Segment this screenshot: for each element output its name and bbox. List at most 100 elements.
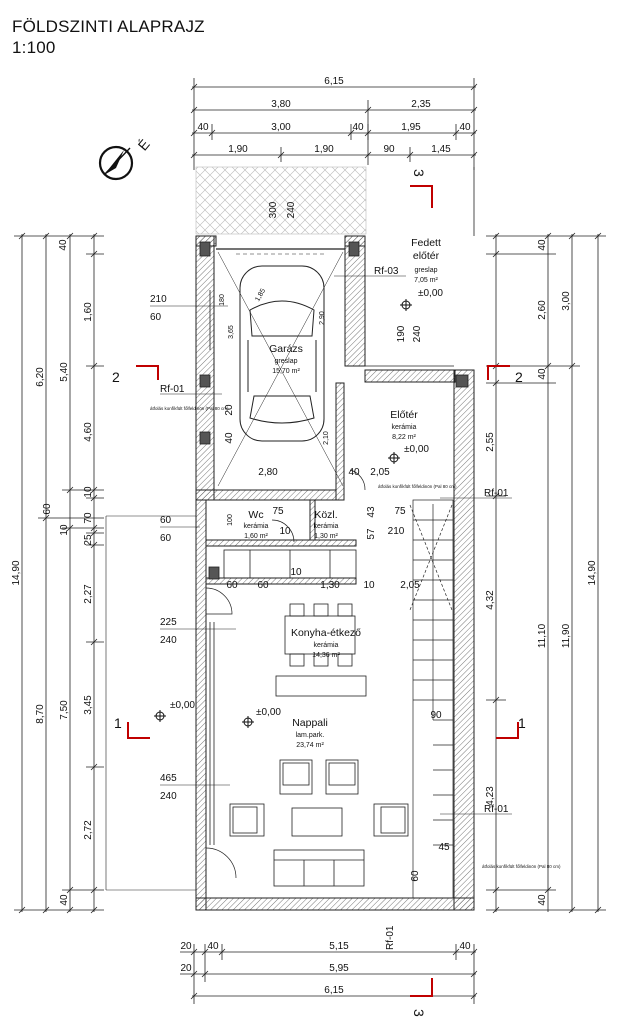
door-swings: [205, 469, 366, 879]
dim-left-c4-2: 4,60: [83, 422, 94, 442]
tiny-note-1: átfolás konfíkfült főlfeldinön (Pal 80 c…: [150, 406, 229, 411]
room-fedett-eloter: Fedett előtér greslap 7,05 m²: [411, 237, 441, 284]
hall-dim-b: 10: [290, 567, 302, 578]
garage-dim-e: 2,80: [258, 467, 278, 478]
garage-dim-d: 2,90: [319, 311, 326, 325]
dim-top-total: 6,15: [324, 76, 344, 87]
room-garazs: Garázs greslap 15,70 m²: [269, 343, 303, 375]
garage-dim-f: 2,10: [323, 431, 330, 445]
dim-left-c4-10: 40: [59, 894, 70, 906]
dim-top-r3-0: 40: [197, 122, 209, 133]
hall-dim-d: 1,30: [320, 580, 340, 591]
tiny-note-3: átfolás konfíkfült főlfeldinön (Pal 80 c…: [482, 864, 561, 869]
dim-left-c4-1: 1,60: [83, 302, 94, 322]
section-mark-3-bottom: 3: [411, 1009, 427, 1017]
dim-right-c3-0: 11,90: [561, 623, 572, 648]
dim-right-c1-5: 4,23: [485, 786, 496, 806]
dim-left-c4-9: 2,72: [83, 820, 94, 840]
dim-top-r3-3: 1,95: [401, 122, 421, 133]
wc-dim-e: 57: [366, 528, 377, 540]
garage-door-h: 240: [286, 201, 297, 218]
room-material: lam.park.: [296, 732, 325, 739]
opening-3-h: 240: [160, 635, 177, 646]
garage-dim-a: 180: [219, 294, 226, 306]
room-name: Garázs: [269, 343, 303, 355]
wc-dim-a: 75: [272, 506, 284, 517]
opening-4-w: 465: [160, 773, 177, 784]
hall-dim-a: 60: [257, 580, 269, 591]
dining-table: [275, 603, 367, 697]
room-area: 14,36 m²: [312, 652, 340, 659]
plan-title-text: FÖLDSZINTI ALAPRAJZ: [12, 17, 205, 36]
dim-right-c1-3: 2,55: [485, 432, 496, 452]
room-material: kerámia: [314, 523, 339, 530]
dim-left-c4-8: 3,45: [83, 695, 94, 715]
dim-right-c1-4: 4,32: [485, 590, 496, 610]
entrance-h: 240: [412, 325, 423, 342]
level-marker-icons: [154, 299, 412, 728]
dim-right-c1-0: 40: [537, 239, 548, 251]
opening-leaders: [150, 305, 236, 786]
wc-dim-c: 10: [279, 526, 291, 537]
section-mark-2-right: 2: [515, 369, 523, 385]
staircase: [409, 499, 454, 899]
dim-left-c4-0: 40: [58, 239, 69, 251]
section-markers: [127, 185, 519, 997]
section-mark-1-left: 1: [114, 715, 122, 731]
room-name: Konyha-étkező: [291, 627, 361, 639]
section-mark-2-left: 2: [112, 369, 120, 385]
level-nappali-left: ±0,00: [170, 700, 195, 711]
dim-bot-r1-1: 40: [207, 941, 219, 952]
level-eloter: ±0,00: [404, 444, 429, 455]
dim-top-r2-1: 2,35: [411, 99, 431, 110]
room-wc: Wc kerámia 1,60 m²: [244, 509, 269, 540]
paved-area: [195, 166, 367, 235]
garage-dim-c: 1,85: [254, 288, 267, 303]
dim-left-c3-1: 60: [42, 503, 53, 515]
dim-right-c2-0: 3,00: [561, 291, 572, 311]
room-eloter: Előtér kerámia 8,22 m²: [390, 409, 418, 441]
opening-2-w: 60: [160, 515, 172, 526]
stair-dim-c: 60: [410, 870, 421, 882]
room-kozl: Közl. kerámia 1,30 m²: [314, 509, 339, 540]
hall-dim-c: 60: [226, 580, 238, 591]
rf-label-1: Rf-03: [374, 266, 399, 277]
right-dimension-lines: [486, 232, 606, 914]
dim-bot-r2-1: 5,95: [329, 963, 349, 974]
room-area: 7,05 m²: [414, 277, 438, 284]
columns: [199, 241, 469, 580]
hall-dim-e: 10: [363, 580, 375, 591]
dim-top-r2-0: 3,80: [271, 99, 291, 110]
rf-leaders: [160, 275, 512, 815]
dim-left-c3-2: 7,50: [59, 700, 70, 720]
wc-dim-d: 43: [366, 506, 377, 518]
room-material: kerámia: [314, 642, 339, 649]
wc-dim-b: 100: [227, 514, 234, 526]
dim-left-c4-5: 10: [59, 524, 70, 536]
room-area: 15,70 m²: [272, 368, 300, 375]
room-name: Nappali: [292, 717, 328, 729]
left-dimension-lines: [14, 232, 104, 914]
living-furniture: [229, 759, 409, 887]
rf-label-2: Rf-01: [160, 384, 185, 395]
hall-dim-f: 2,05: [400, 580, 420, 591]
room-material: kerámia: [392, 424, 417, 431]
eloter-dim-c: 75: [394, 506, 406, 517]
dim-right-c2-1: 11,10: [537, 623, 548, 648]
guide-lines: [105, 515, 196, 891]
opening-2-h: 60: [160, 533, 172, 544]
room-material: greslap: [415, 267, 438, 274]
level-nappali: ±0,00: [256, 707, 281, 718]
room-name: Előtér: [390, 409, 418, 421]
room-material: kerámia: [244, 523, 269, 530]
room-nappali: Nappali lam.park. 23,74 m²: [292, 717, 328, 749]
dim-left-c4-7: 2,27: [83, 584, 94, 604]
top-dimension-lines: [190, 78, 478, 170]
dim-bot-r1-0: 20: [180, 941, 192, 952]
level-eloter-fedett: ±0,00: [418, 288, 443, 299]
plan-title: FÖLDSZINTI ALAPRAJZ 1:100: [12, 16, 205, 58]
rf-label-5: Rf-01: [385, 925, 396, 950]
rf-label-4: Rf-01: [484, 804, 509, 815]
dim-bot-r1-3: 40: [459, 941, 471, 952]
dim-bot-r3-0: 6,15: [324, 985, 344, 996]
